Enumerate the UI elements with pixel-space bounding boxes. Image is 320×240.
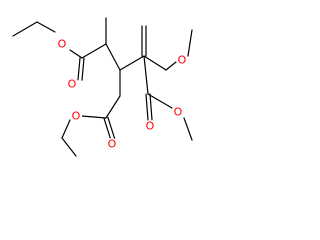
single-bond-line [143, 55, 167, 71]
oxygen-label-background [144, 120, 156, 132]
double-bond-line [103, 118, 112, 142]
single-bond-line [183, 117, 193, 141]
oxygen-atom-label: O [108, 138, 117, 151]
single-bond-line [69, 49, 83, 59]
oxygen-label-background [144, 14, 156, 26]
atoms-layer: O O O O O O O [56, 14, 188, 151]
oxygen-atom-label: O [174, 106, 183, 119]
single-bond-line [61, 137, 77, 157]
oxygen-label-background [106, 138, 118, 150]
single-bond-line [12, 21, 38, 37]
single-bond-line [61, 119, 71, 139]
single-bond-line [187, 29, 193, 57]
oxygen-label-background [172, 106, 184, 118]
oxygen-label-background [176, 54, 188, 66]
double-bond-line [107, 116, 116, 140]
double-bond-line [81, 57, 85, 81]
bonds-layer [12, 17, 193, 157]
oxygen-atom-label: O [72, 110, 81, 123]
oxygen-label-background [56, 38, 68, 50]
double-bond-line [149, 93, 153, 121]
single-bond-line [119, 55, 145, 71]
molecule-structure-diagram: O O O O O O O [12, 14, 193, 157]
oxygen-atom-label: O [68, 78, 77, 91]
single-bond-line [105, 43, 121, 71]
oxygen-atom-label: O [178, 54, 187, 67]
double-bond-line [145, 93, 149, 121]
double-bond-line [77, 57, 81, 81]
oxygen-label-background [66, 78, 78, 90]
single-bond-line [105, 95, 121, 119]
single-bond-line [36, 21, 56, 33]
oxygen-label-background [70, 110, 82, 122]
single-bond-line [81, 43, 107, 59]
single-bond-line [165, 61, 177, 71]
single-bond-line [81, 115, 107, 119]
single-bond-line [147, 93, 173, 109]
single-bond-line [143, 55, 149, 95]
oxygen-atom-label: O [146, 120, 155, 133]
oxygen-atom-label: O [58, 38, 67, 51]
